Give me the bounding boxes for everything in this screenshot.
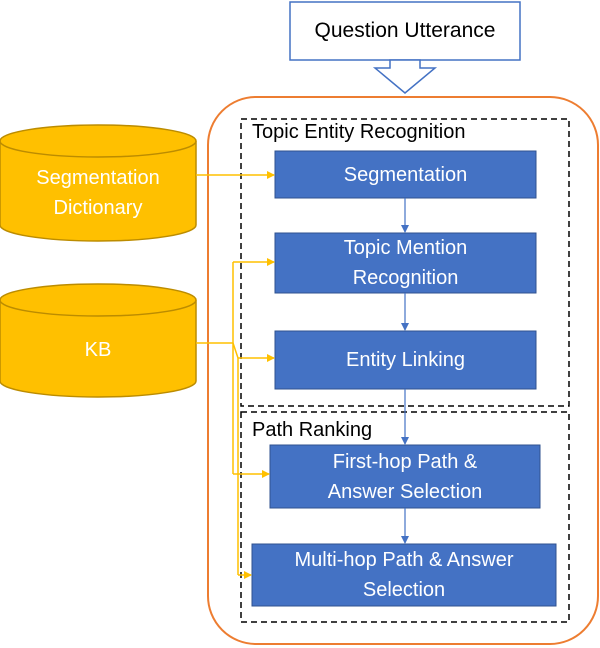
kb-cylinder bbox=[0, 283, 197, 398]
topic-entity-group-box bbox=[240, 118, 570, 407]
topic-mention-step-box bbox=[274, 232, 537, 294]
question-utterance-label: Question Utterance bbox=[314, 19, 496, 42]
topic-entity-group-title: Topic Entity Recognition bbox=[252, 121, 466, 143]
first-hop-step-box bbox=[269, 444, 541, 509]
question-utterance-box bbox=[289, 1, 521, 61]
segmentation-dictionary-cylinder bbox=[0, 124, 197, 242]
segmentation-step-box bbox=[274, 150, 537, 199]
multi-hop-step-box bbox=[251, 543, 557, 607]
path-ranking-group-title: Path Ranking bbox=[252, 419, 373, 441]
kb-connector-lines bbox=[196, 262, 239, 575]
input-down-arrow bbox=[372, 59, 438, 94]
entity-linking-step-box bbox=[274, 330, 537, 390]
pipeline-container bbox=[207, 96, 599, 645]
